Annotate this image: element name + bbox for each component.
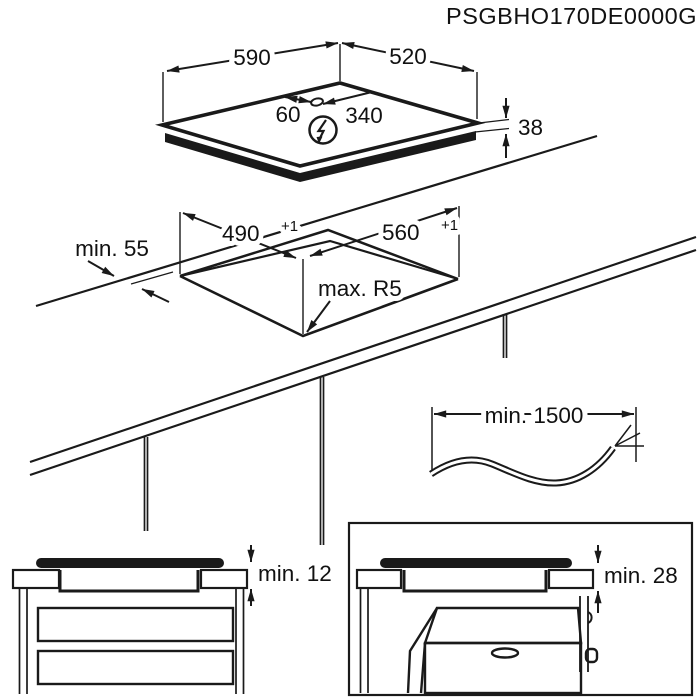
hob-glass-top [155, 81, 486, 168]
dim-340-label: 340 [345, 103, 383, 128]
hob-recess-box [58, 570, 200, 593]
worktop-front-edge-top [29, 235, 697, 464]
cutout-rim-inner [179, 239, 459, 281]
worktop-leg-right [502, 314, 508, 358]
power-connection-icon [308, 115, 338, 145]
oven-front-face [423, 641, 583, 695]
dim-490-label: 490 [222, 221, 260, 246]
drawer-lower [36, 649, 235, 686]
oven-hinge-bump [587, 611, 593, 624]
extension-lines-38 [474, 118, 510, 133]
drawer-upper [36, 606, 235, 643]
dim-520-label: 520 [389, 44, 427, 69]
dim-line-60 [284, 95, 312, 104]
dim-line-590 [166, 41, 339, 73]
oven-section-frame [347, 521, 694, 697]
corner-radius-arrow [306, 300, 331, 333]
part-number-label: PSGBHO170DE0000G [446, 3, 697, 29]
hob-isometric-view: 590 520 38 60 340 [155, 39, 543, 182]
oven-knob [584, 647, 599, 664]
drawer-cross-section: min. 12 [11, 545, 332, 694]
dim-38-label: 38 [518, 115, 543, 140]
oven-clearance-label: min. 28 [604, 563, 678, 588]
cabinet-left-panel-oven [359, 588, 369, 693]
extension-lines-cutout [179, 206, 460, 334]
worktop-left-profile-oven [355, 568, 403, 590]
dim-60-label: 60 [275, 102, 300, 127]
rear-clearance-arrow-lower [141, 288, 170, 303]
lightning-arrow-tip [316, 136, 323, 144]
worktop-front-edge-bottom [29, 248, 697, 477]
mains-cable-core [430, 447, 615, 485]
cable-length-label: min. 1500 [485, 403, 584, 428]
drawer-clearance-label: min. 12 [258, 561, 332, 586]
hob-glass-profile-oven [380, 558, 572, 568]
dim-560-label: 560 [382, 220, 420, 245]
hob-body-band [165, 131, 476, 182]
worktop-left-profile [11, 568, 61, 590]
worktop-leg-left [143, 437, 149, 531]
corner-radius-label: max. R5 [318, 276, 402, 301]
worktop-right-profile [199, 568, 249, 590]
dim-line-340 [322, 91, 373, 105]
cable-wire-strands [614, 424, 644, 447]
hob-glass-profile [36, 558, 224, 568]
rear-clearance-arrow-upper [87, 260, 115, 277]
cutout-front-edges [179, 274, 459, 338]
dim-490-tolerance: +1 [281, 218, 298, 235]
dim-line-490 [182, 212, 297, 259]
rear-clearance-aux-line [130, 271, 174, 285]
cable-entry-oval [310, 97, 324, 107]
mains-cable-inset: min. 1500 [429, 398, 644, 487]
oven-handle [490, 647, 520, 659]
rear-clearance-label: min. 55 [75, 236, 149, 261]
dim-590-label: 590 [233, 45, 271, 70]
oven-cross-section: min. 28 [347, 521, 694, 697]
dim-560-tolerance: +1 [441, 217, 458, 234]
worktop-leg-middle [319, 377, 325, 545]
extension-lines-top [162, 44, 478, 122]
dim-line-520 [341, 42, 475, 72]
cabinet-side-panels [18, 588, 245, 694]
dim-line-560 [309, 207, 458, 257]
hob-recess-box-oven [402, 570, 548, 593]
worktop-right-profile-oven [547, 568, 595, 590]
worktop-cutout-view: 490 +1 560 +1 min. 55 max. R5 [29, 134, 697, 545]
oven-top-face [423, 606, 583, 645]
